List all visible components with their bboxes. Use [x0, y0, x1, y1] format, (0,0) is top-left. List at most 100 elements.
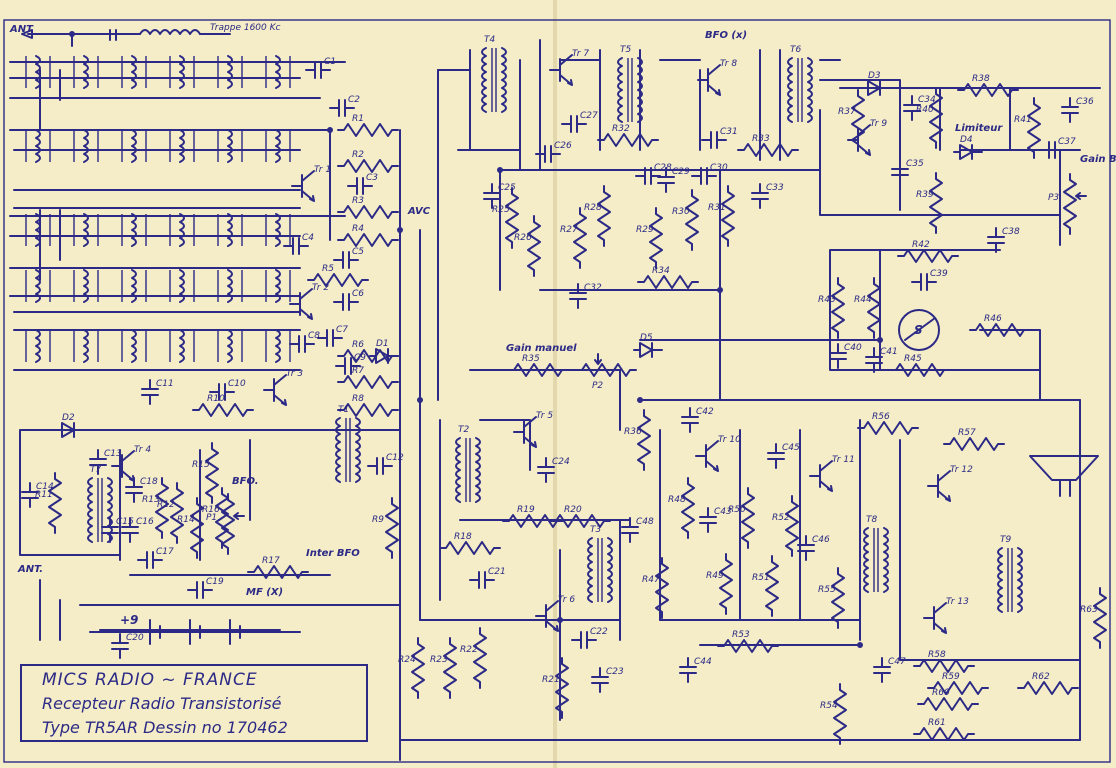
capacitor-c33: C33	[751, 183, 784, 209]
capacitor-label: C26	[554, 141, 572, 151]
transistor-tr13: Tr 13	[923, 597, 969, 634]
transformer-label: T7	[90, 465, 101, 475]
resistor-r11: R11	[35, 472, 62, 534]
capacitor-c29: C29	[657, 167, 690, 193]
label-trappe: Trappe 1600 Kc	[210, 23, 281, 33]
resistor-label: R26	[514, 233, 532, 243]
capacitor-c1: C1	[305, 57, 336, 79]
resistor-label: R14	[177, 515, 195, 525]
resistor-r27: R27	[560, 207, 587, 269]
coil	[217, 55, 243, 89]
capacitor-label: C19	[206, 577, 224, 587]
resistor-r31: R31	[708, 185, 735, 247]
label-inter-bfo: Inter BFO	[306, 548, 360, 559]
resistor-label: R4	[352, 224, 364, 234]
resistor-label: R56	[872, 412, 890, 422]
resistor-label: R19	[517, 505, 535, 515]
resistor-r54: R54	[820, 683, 847, 745]
capacitor-c12: C12	[367, 453, 404, 475]
potentiometer-p1: P1	[206, 493, 245, 555]
resistor-label: R44	[854, 295, 872, 305]
label-limiteur: Limiteur	[955, 123, 1003, 134]
resistor-label: R59	[942, 672, 960, 682]
resistor-label: R32	[612, 124, 630, 134]
coil	[25, 269, 51, 303]
transistor-tr4: Tr 4	[111, 445, 151, 482]
diode-label: D4	[960, 135, 973, 145]
resistor-label: R31	[708, 203, 726, 213]
resistor-r57: R57	[943, 428, 1005, 451]
coil	[169, 213, 195, 247]
coil	[169, 55, 195, 89]
capacitor-label: C10	[228, 379, 246, 389]
resistor-r24: R24	[398, 637, 425, 699]
resistor-label: R48	[668, 495, 686, 505]
transformer-label: T1	[338, 405, 349, 415]
capacitor-label: C39	[930, 269, 948, 279]
label-mf-x: MF (X)	[246, 587, 283, 598]
resistor-label: R3	[352, 196, 364, 206]
resistor-label: R54	[820, 701, 838, 711]
resistor-r4: R4	[337, 224, 399, 247]
capacitor-label: C3	[366, 173, 378, 183]
resistor-r13: R13	[142, 477, 169, 539]
capacitor-label: C40	[844, 343, 862, 353]
capacitor-c21: C21	[469, 567, 506, 589]
capacitor-c20: C20	[111, 633, 144, 659]
diode-d4: D4	[953, 135, 983, 160]
resistor-r56: R56	[857, 412, 919, 435]
transistor-label: Tr 11	[832, 455, 855, 465]
resistor-r60: R60	[917, 688, 979, 711]
transistor-tr3: Tr 3	[263, 369, 303, 406]
resistor-r30: R30	[672, 189, 699, 251]
resistor-r53: R53	[717, 630, 779, 653]
diode-d5: D5	[633, 333, 663, 358]
capacitor-label: C4	[302, 233, 314, 243]
capacitor-c10: C10	[209, 379, 246, 401]
coil	[121, 213, 147, 247]
resistor-r5: R5	[307, 264, 369, 287]
resistor-label: R13	[142, 495, 160, 505]
resistor-label: R34	[652, 266, 670, 276]
resistor-r58: R58	[913, 650, 975, 673]
capacitor-label: C24	[552, 457, 570, 467]
coil	[121, 269, 147, 303]
resistor-r47: R47	[642, 557, 669, 619]
resistor-r20: R20	[549, 505, 611, 528]
capacitor-c14: C14	[21, 482, 54, 508]
capacitor-label: C15	[116, 517, 134, 527]
capacitor-label: C38	[1002, 227, 1020, 237]
diode-d1: D1	[369, 339, 399, 364]
resistor-r18: R18	[439, 532, 501, 555]
coil	[73, 329, 99, 363]
capacitor-c46: C46	[797, 535, 830, 561]
resistor-label: R45	[904, 354, 922, 364]
capacitor-label: C47	[888, 657, 906, 667]
resistor-r21: R21	[542, 657, 569, 719]
capacitor-c7: C7	[317, 325, 348, 347]
resistor-label: R10	[207, 394, 225, 404]
transistor-label: Tr 1	[314, 165, 331, 175]
resistor-r17: R17	[247, 556, 309, 579]
capacitor-c31: C31	[701, 127, 738, 149]
resistor-label: R50	[728, 505, 746, 515]
potentiometer-label: P2	[592, 381, 603, 391]
label-bfo: BFO.	[232, 476, 259, 487]
resistor-label: R17	[262, 556, 280, 566]
transformer-label: T6	[790, 45, 801, 55]
resistor-r63: R63	[1080, 587, 1107, 649]
diode-label: D2	[62, 413, 75, 423]
resistor-r41: R41	[1014, 97, 1041, 159]
capacitor-label: C8	[308, 331, 320, 341]
capacitor-c24: C24	[537, 457, 570, 483]
coil	[169, 129, 195, 163]
resistor-label: R7	[352, 366, 364, 376]
label-ant2: ANT.	[17, 564, 43, 575]
capacitor-label: C25	[498, 183, 516, 193]
label-meter-s: S	[914, 323, 923, 337]
transformer-t2: T2	[455, 425, 481, 503]
transistor-tr6: Tr 6	[535, 595, 575, 632]
resistor-r45: R45	[889, 354, 951, 377]
